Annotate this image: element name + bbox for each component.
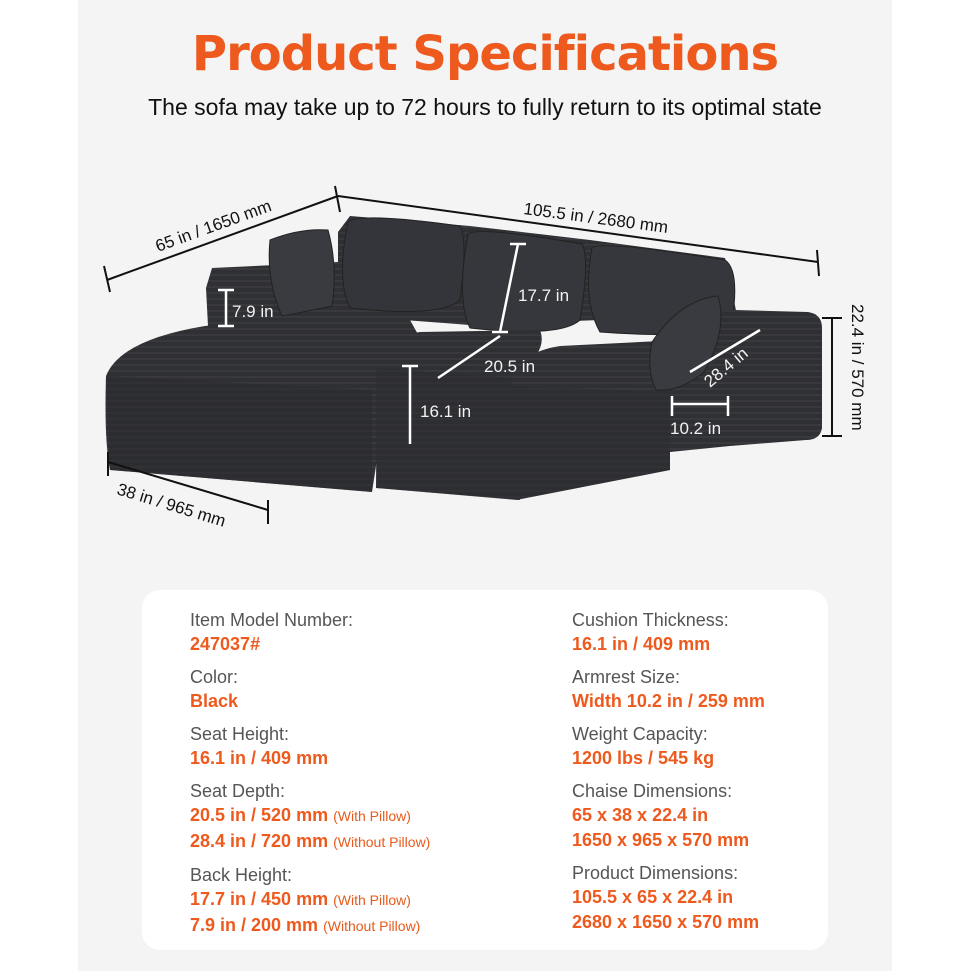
spec-armrest-size: Armrest Size: Width 10.2 in / 259 mm bbox=[572, 665, 765, 714]
back-cushion-left bbox=[342, 217, 465, 313]
spec-seat-height: Seat Height: 16.1 in / 409 mm bbox=[190, 722, 430, 771]
spec-note: (Without Pillow) bbox=[323, 918, 421, 934]
sofa-illustration bbox=[105, 216, 822, 500]
dim-chaise-width: 38 in / 965 mm bbox=[115, 480, 228, 531]
dim-armrest-height: 7.9 in bbox=[232, 302, 274, 321]
spec-seat-depth: Seat Depth: 20.5 in / 520 mm (With Pillo… bbox=[190, 779, 430, 855]
spec-card: Item Model Number: 247037# Color: Black … bbox=[142, 590, 828, 950]
page-title: Product Specifications bbox=[191, 26, 779, 82]
dim-total-height: 22.4 in / 570 mm bbox=[848, 304, 867, 431]
outer-dimension-lines bbox=[103, 185, 842, 524]
spec-color: Color: Black bbox=[190, 665, 430, 714]
spec-column-right: Cushion Thickness: 16.1 in / 409 mm Armr… bbox=[572, 608, 765, 943]
spec-back-height: Back Height: 17.7 in / 450 mm (With Pill… bbox=[190, 863, 430, 939]
spec-value-text: 20.5 in / 520 mm bbox=[190, 805, 329, 825]
back-cushion-middle bbox=[462, 231, 587, 333]
spec-value-text: 17.7 in / 450 mm bbox=[190, 889, 329, 909]
spec-value: 247037# bbox=[190, 634, 261, 654]
spec-value: 16.1 in / 409 mm bbox=[572, 634, 711, 654]
spec-value: 1200 lbs / 545 kg bbox=[572, 748, 715, 768]
spec-label: Color: bbox=[190, 667, 239, 687]
spec-column-left: Item Model Number: 247037# Color: Black … bbox=[190, 608, 430, 947]
spec-model: Item Model Number: 247037# bbox=[190, 608, 430, 657]
spec-value: 16.1 in / 409 mm bbox=[190, 748, 329, 768]
spec-value: 20.5 in / 520 mm (With Pillow) bbox=[190, 803, 430, 829]
spec-label: Back Height: bbox=[190, 865, 293, 885]
spec-note: (With Pillow) bbox=[333, 892, 411, 908]
spec-cushion-thickness: Cushion Thickness: 16.1 in / 409 mm bbox=[572, 608, 765, 657]
dim-arm-width: 10.2 in bbox=[670, 419, 721, 438]
spec-label: Seat Height: bbox=[190, 724, 290, 744]
spec-value: 1650 x 965 x 570 mm bbox=[572, 830, 750, 850]
spec-label: Seat Depth: bbox=[190, 781, 286, 801]
spec-label: Item Model Number: bbox=[190, 610, 354, 630]
dim-seat-height: 16.1 in bbox=[420, 402, 471, 421]
spec-note: (With Pillow) bbox=[333, 808, 411, 824]
spec-value: 28.4 in / 720 mm (Without Pillow) bbox=[190, 829, 430, 855]
spec-note: (Without Pillow) bbox=[333, 834, 431, 850]
dim-back-height: 17.7 in bbox=[518, 286, 569, 305]
pillow-left bbox=[268, 229, 335, 317]
spec-label: Weight Capacity: bbox=[572, 724, 708, 744]
spec-value: 105.5 x 65 x 22.4 in bbox=[572, 887, 734, 907]
spec-label: Product Dimensions: bbox=[572, 863, 739, 883]
inner-dimension-lines bbox=[218, 242, 761, 444]
spec-value: Width 10.2 in / 259 mm bbox=[572, 691, 765, 711]
dim-seat-depth: 20.5 in bbox=[484, 357, 535, 376]
spec-value: 65 x 38 x 22.4 in bbox=[572, 805, 709, 825]
spec-chaise-dimensions: Chaise Dimensions: 65 x 38 x 22.4 in 165… bbox=[572, 779, 765, 853]
spec-value: 17.7 in / 450 mm (With Pillow) bbox=[190, 887, 430, 913]
spec-value: Black bbox=[190, 691, 239, 711]
spec-value-text: 28.4 in / 720 mm bbox=[190, 831, 329, 851]
spec-label: Cushion Thickness: bbox=[572, 610, 729, 630]
spec-weight-capacity: Weight Capacity: 1200 lbs / 545 kg bbox=[572, 722, 765, 771]
spec-label: Chaise Dimensions: bbox=[572, 781, 733, 801]
spec-value-text: 7.9 in / 200 mm bbox=[190, 915, 319, 935]
pillow-right bbox=[649, 295, 722, 391]
spec-label: Armrest Size: bbox=[572, 667, 681, 687]
page-subtitle: The sofa may take up to 72 hours to full… bbox=[148, 94, 822, 120]
spec-value: 2680 x 1650 x 570 mm bbox=[572, 912, 760, 932]
spec-product-dimensions: Product Dimensions: 105.5 x 65 x 22.4 in… bbox=[572, 861, 765, 935]
spec-value: 7.9 in / 200 mm (Without Pillow) bbox=[190, 913, 430, 939]
